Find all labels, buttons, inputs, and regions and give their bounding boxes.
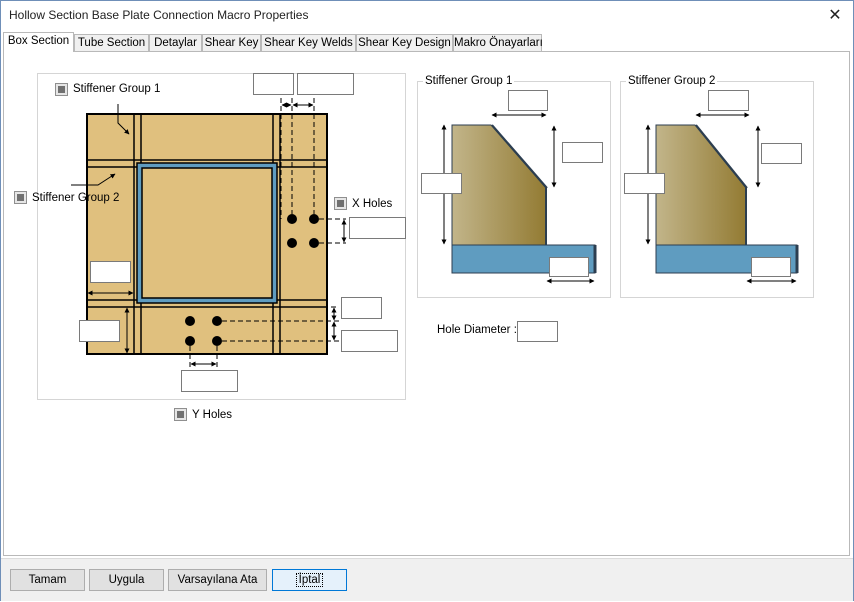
stiffener-1-offset-input[interactable] — [79, 320, 120, 342]
tab-box-section[interactable]: Box Section — [3, 32, 74, 52]
apply-button-label: Uygula — [108, 574, 145, 586]
x-edge-distance-input[interactable] — [253, 73, 294, 95]
close-button[interactable]: ✕ — [825, 7, 845, 25]
tab-makro-onayarlari[interactable]: Makro Önayarları — [453, 34, 543, 51]
tab-detaylar[interactable]: Detaylar — [149, 34, 202, 51]
sg2-thickness-input[interactable] — [751, 257, 791, 277]
sg1-width-input[interactable] — [508, 90, 548, 111]
sg1-height-input[interactable] — [421, 173, 462, 194]
y-hole-spacing-input[interactable] — [181, 370, 238, 392]
stiffener-group-2-label: Stiffener Group 2 — [32, 192, 120, 204]
tab-shear-key[interactable]: Shear Key — [202, 34, 261, 51]
tab-label: Shear Key Design — [358, 37, 451, 49]
cancel-button[interactable]: İptal — [272, 569, 347, 591]
x-holes-label: X Holes — [352, 198, 393, 210]
set-defaults-button-label: Varsayılana Ata — [177, 574, 258, 586]
dialog-footer: Tamam Uygula Varsayılana Ata İptal — [1, 558, 853, 601]
tube-inner — [141, 167, 273, 299]
y-holes-checkbox[interactable] — [174, 408, 187, 421]
dimension-arrows — [71, 102, 347, 367]
apply-button[interactable]: Uygula — [89, 569, 164, 591]
tab-label: Shear Key Welds — [264, 37, 353, 49]
y-hole-vertical-spacing-input[interactable] — [341, 330, 398, 352]
ok-button-label: Tamam — [28, 574, 67, 586]
sg2-chamfer-input[interactable] — [761, 143, 802, 164]
stiffener-group-2-detail-title: Stiffener Group 2 — [626, 75, 718, 87]
sg2-width-input[interactable] — [708, 90, 749, 111]
stiffener-group-1-checkbox[interactable] — [55, 83, 68, 96]
hole-diameter-label: Hole Diameter : — [437, 324, 517, 336]
tab-shear-key-welds[interactable]: Shear Key Welds — [261, 34, 356, 51]
y-edge-distance-input[interactable] — [341, 297, 382, 319]
sg1-thickness-input[interactable] — [549, 257, 589, 277]
set-defaults-button[interactable]: Varsayılana Ata — [168, 569, 267, 591]
stiffener-group-1-detail-title: Stiffener Group 1 — [423, 75, 515, 87]
ok-button[interactable]: Tamam — [10, 569, 85, 591]
sg1-chamfer-input[interactable] — [562, 142, 603, 163]
cancel-button-label: İptal — [295, 573, 324, 587]
y-holes-label: Y Holes — [192, 409, 233, 421]
stiffener-group-1-label: Stiffener Group 1 — [73, 83, 161, 95]
stiffener-2-offset-input[interactable] — [90, 261, 131, 283]
tab-shear-key-design[interactable]: Shear Key Design — [356, 34, 453, 51]
x-hole-spacing-input[interactable] — [297, 73, 354, 95]
x-holes-checkbox[interactable] — [334, 197, 347, 210]
tab-label: Tube Section — [77, 37, 146, 49]
y-holes — [185, 316, 222, 346]
tab-label: Shear Key — [204, 37, 259, 49]
stiffener-group-2-checkbox[interactable] — [14, 191, 27, 204]
sg2-height-input[interactable] — [624, 173, 665, 194]
close-icon: ✕ — [828, 7, 842, 24]
title-bar: Hollow Section Base Plate Connection Mac… — [1, 1, 853, 31]
tab-label: Box Section — [7, 35, 70, 47]
window-title: Hollow Section Base Plate Connection Mac… — [9, 8, 309, 22]
tab-label: Makro Önayarları — [454, 37, 543, 49]
tab-tube-section[interactable]: Tube Section — [74, 34, 149, 51]
x-hole-vertical-spacing-input[interactable] — [349, 217, 406, 239]
dimension-guides — [189, 98, 346, 368]
x-holes — [287, 214, 319, 248]
tab-label: Detaylar — [154, 37, 197, 49]
hole-diameter-input[interactable] — [517, 321, 558, 342]
